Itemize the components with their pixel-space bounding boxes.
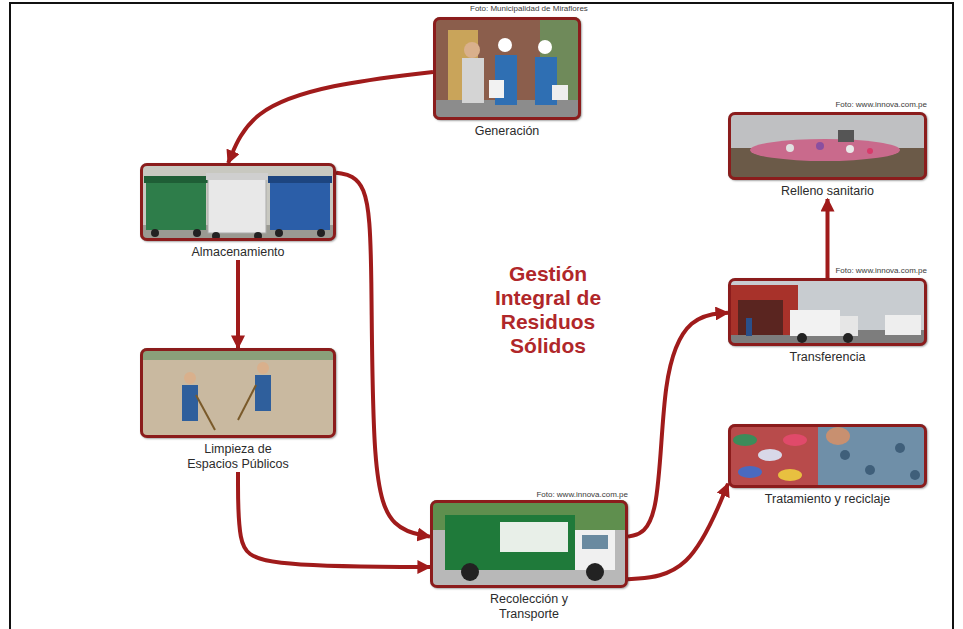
collection-photo bbox=[430, 500, 628, 588]
flow-arrow bbox=[628, 484, 728, 580]
transfer-photo bbox=[728, 278, 927, 346]
recycling-photo bbox=[728, 424, 927, 488]
stage-label: Limpieza de Espacios Públicos bbox=[183, 442, 293, 472]
storage-photo bbox=[140, 163, 336, 241]
photo-frame bbox=[728, 112, 927, 180]
page-frame bbox=[10, 3, 953, 629]
photo-frame bbox=[430, 500, 628, 588]
photo-credit: Foto: Municipalidad de Miraflores bbox=[470, 4, 670, 14]
flow-arrow bbox=[628, 313, 728, 537]
process-stage: Relleno sanitario bbox=[728, 112, 927, 199]
process-stage: Tratamiento y reciclaje bbox=[728, 424, 927, 507]
process-stage: Transferencia bbox=[728, 278, 927, 365]
flow-arrow bbox=[826, 199, 830, 278]
stage-label: Recolección y Transporte bbox=[479, 592, 579, 622]
photo-credit: Foto: www.innova.com.pe bbox=[727, 266, 927, 276]
photo-frame bbox=[140, 348, 336, 438]
photo-frame bbox=[140, 163, 336, 241]
process-stage: Almacenamiento bbox=[140, 163, 336, 260]
photo-credit: Foto: www.innova.com.pe bbox=[428, 490, 628, 500]
process-stage: Recolección y Transporte bbox=[430, 500, 628, 622]
landfill-photo bbox=[728, 112, 927, 180]
generation-photo bbox=[433, 17, 581, 120]
cleaning-photo bbox=[140, 348, 336, 438]
stage-label: Relleno sanitario bbox=[728, 184, 927, 199]
flow-arrow bbox=[236, 260, 240, 348]
photo-frame bbox=[728, 278, 927, 346]
flow-arrow bbox=[238, 472, 430, 567]
flow-arrow bbox=[228, 72, 433, 163]
stage-label: Generación bbox=[433, 124, 581, 139]
photo-frame bbox=[728, 424, 927, 488]
photo-credit: Foto: www.innova.com.pe bbox=[727, 100, 927, 110]
photo-frame bbox=[433, 17, 581, 120]
diagram-title: Gestión Integral de Residuos Sólidos bbox=[488, 262, 608, 358]
stage-label: Transferencia bbox=[728, 350, 927, 365]
stage-label: Almacenamiento bbox=[140, 245, 336, 260]
flow-arrow bbox=[336, 173, 430, 537]
process-stage: Generación bbox=[433, 17, 581, 139]
process-stage: Limpieza de Espacios Públicos bbox=[140, 348, 336, 472]
stage-label: Tratamiento y reciclaje bbox=[728, 492, 927, 507]
